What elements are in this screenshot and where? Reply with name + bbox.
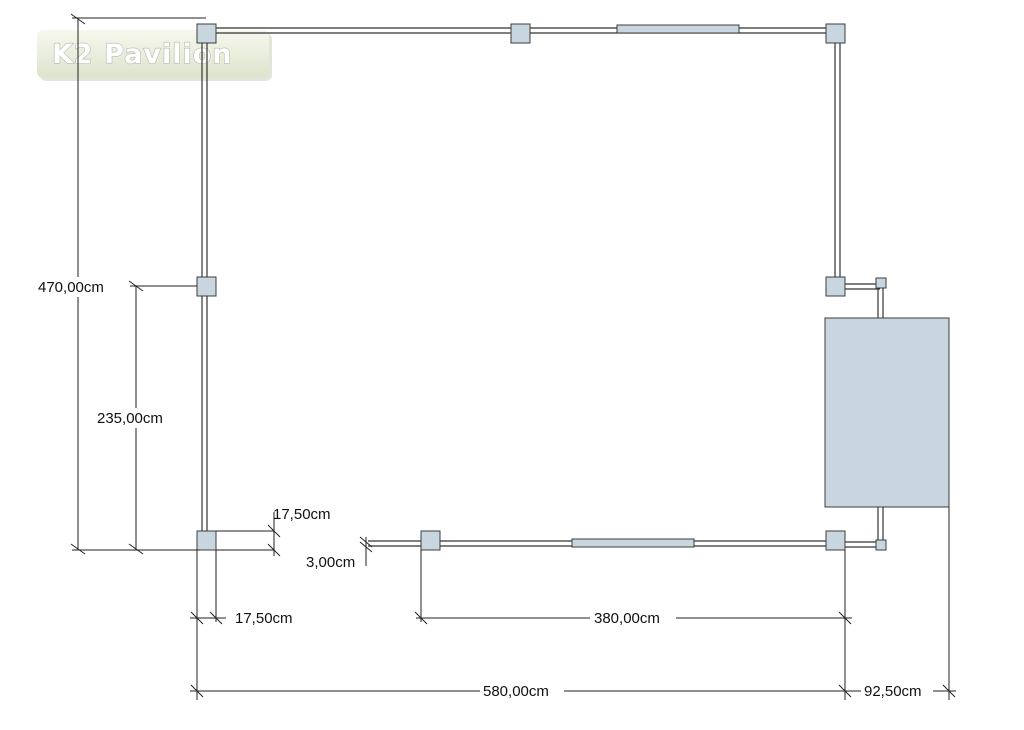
windows	[571, 24, 740, 548]
dim-total-width: 580,00cm	[483, 683, 549, 700]
window-top	[616, 24, 740, 34]
post-top-right	[825, 23, 846, 44]
post-bottom-door	[420, 530, 441, 551]
post-top-left	[196, 23, 217, 44]
dim-post-offset-bottom: 17,50cm	[235, 610, 293, 627]
dimension-labels: 470,00cm 235,00cm 17,50cm 3,00cm 17,50cm…	[34, 277, 933, 702]
dim-annex-width: 92,50cm	[864, 683, 922, 700]
dim-total-height: 470,00cm	[38, 279, 104, 296]
post-bottom-right	[825, 530, 846, 551]
post-bottom-left	[196, 530, 217, 551]
dimension-lines	[70, 13, 956, 700]
side-panel	[824, 317, 950, 508]
post-annex-top	[875, 277, 887, 289]
logo-text: K2 Pavilion	[52, 39, 233, 70]
post-left-middle	[196, 276, 217, 297]
dim-door-span: 380,00cm	[594, 610, 660, 627]
annex	[845, 283, 884, 548]
window-bottom	[571, 538, 695, 548]
post-annex-bottom	[875, 539, 887, 551]
post-top-middle	[510, 23, 531, 44]
dim-wall-gap: 3,00cm	[306, 554, 355, 571]
walls	[201, 27, 841, 547]
posts	[196, 23, 887, 551]
dim-post-offset-side: 17,50cm	[273, 506, 331, 523]
dim-half-height: 235,00cm	[97, 410, 163, 427]
brand-logo: K2 Pavilion	[37, 30, 272, 81]
post-right-middle	[825, 276, 846, 297]
